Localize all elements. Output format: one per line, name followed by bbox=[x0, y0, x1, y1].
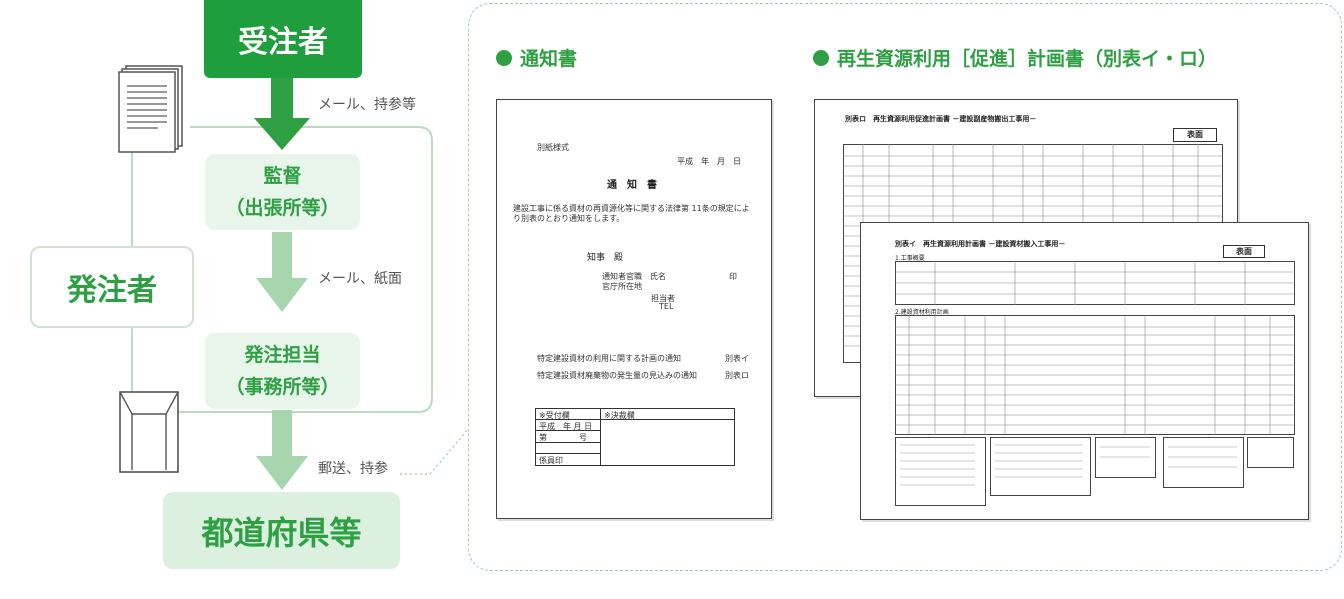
notice-item-2: 特定建設資材廃棄物の発生量の見込みの通知 bbox=[537, 371, 697, 380]
plan-ro-tag: 表面 bbox=[1173, 128, 1217, 142]
contractor-label: 受注者 bbox=[238, 25, 328, 60]
receipt-table: ※受付欄 ※決裁欄 平成 年 月 日 第 号 係員印 bbox=[535, 408, 735, 466]
arrow-down-3 bbox=[256, 410, 308, 490]
plan-i-section-1: 1.工事概要 bbox=[895, 255, 925, 262]
arrow2-label: メール、紙面 bbox=[318, 271, 402, 287]
receipt-number: 第 号 bbox=[539, 433, 587, 442]
notice-document: 別紙様式 平成 年 月 日 通 知 書 建設工事に係る資材の再資源化等に関する法… bbox=[496, 99, 772, 519]
bullet-icon bbox=[813, 49, 829, 66]
plan-i-material-grid bbox=[895, 315, 1295, 435]
supervisor-label: 監督 bbox=[263, 165, 302, 187]
notice-body: 建設工事に係る資材の再資源化等に関する法律第 11条の規定により別表のとおり通知… bbox=[513, 204, 750, 223]
arrow1-label: メール、持参等 bbox=[318, 97, 416, 113]
arrow-down-1 bbox=[254, 78, 310, 150]
sender-address: 官庁所在地 bbox=[602, 282, 642, 291]
orderer-label: 発注担当 bbox=[244, 344, 321, 366]
notice-item-1: 特定建設資材の利用に関する計画の通知 bbox=[537, 354, 681, 363]
document-stack-icon bbox=[118, 65, 183, 153]
notice-heading: 通知書 bbox=[496, 44, 577, 71]
format-label: 別紙様式 bbox=[537, 143, 569, 152]
arrow-down-2 bbox=[256, 232, 308, 312]
person-in-charge: 担当者 bbox=[651, 294, 675, 303]
plan-heading: 再生資源利用［促進］計画書（別表イ・ロ） bbox=[813, 44, 1217, 71]
notice-item-1-ref: 別表イ bbox=[725, 354, 749, 363]
plan-i-notes bbox=[895, 437, 1294, 506]
plan-ro-title: 別表ロ 再生資源利用促進計画書 －建設副産物搬出工事用－ bbox=[845, 115, 1037, 123]
staff-seal: 係員印 bbox=[539, 456, 563, 465]
tel-label: TEL bbox=[659, 302, 674, 311]
orderer-sublabel: （事務所等） bbox=[225, 376, 340, 398]
addressee: 知事 殿 bbox=[587, 253, 624, 263]
prefecture-label: 都道府県等 bbox=[201, 513, 362, 552]
plan-i-overview-grid bbox=[895, 261, 1295, 305]
receipt-label: ※受付欄 bbox=[539, 411, 570, 420]
bullet-icon bbox=[496, 49, 512, 66]
plan-i-section-2: 2.建設資材利用計画 bbox=[895, 309, 949, 316]
notice-heading-text: 通知書 bbox=[520, 48, 578, 70]
contractor-box: 受注者 bbox=[204, 0, 362, 78]
orderer-box: 発注担当 （事務所等） bbox=[205, 333, 360, 409]
supervisor-box: 監督 （出張所等） bbox=[205, 154, 360, 230]
plan-i-title: 別表イ 再生資源利用計画書 －建設資材搬入工事用－ bbox=[895, 240, 1066, 248]
arrow3-label: 郵送、持参 bbox=[318, 461, 388, 477]
date-line: 平成 年 月 日 bbox=[677, 157, 741, 166]
notice-title: 通 知 書 bbox=[607, 180, 657, 191]
envelope-icon bbox=[119, 391, 179, 473]
plan-i-tag: 表面 bbox=[1223, 245, 1265, 258]
notice-item-2-ref: 別表ロ bbox=[725, 371, 749, 380]
plan-heading-text: 再生資源利用［促進］計画書（別表イ・ロ） bbox=[837, 48, 1218, 70]
receipt-date: 平成 年 月 日 bbox=[539, 422, 593, 431]
approval-label: ※決裁欄 bbox=[604, 411, 635, 420]
flow-connectors bbox=[131, 78, 470, 490]
prefecture-box: 都道府県等 bbox=[163, 492, 400, 569]
ordering-party-label: 発注者 bbox=[67, 273, 157, 308]
supervisor-sublabel: （出張所等） bbox=[225, 197, 340, 219]
ordering-party-box: 発注者 bbox=[30, 246, 194, 328]
sender-title: 通知者官職 氏名 bbox=[602, 272, 666, 281]
plan-document-i: 別表イ 再生資源利用計画書 －建設資材搬入工事用－ 表面 1.工事概要 2.建設… bbox=[860, 222, 1309, 520]
seal-mark: 印 bbox=[729, 272, 737, 281]
